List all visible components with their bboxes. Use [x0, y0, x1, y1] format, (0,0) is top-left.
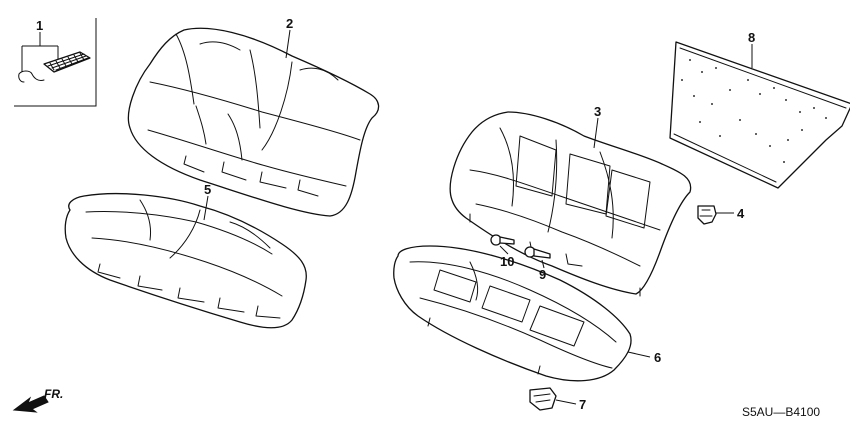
seat-back-cover [127, 27, 380, 217]
callout-7: 7 [579, 397, 586, 412]
direction-label: FR. [44, 387, 63, 401]
callout-4: 4 [737, 206, 745, 221]
seat-cushion-cover [64, 192, 307, 329]
bolt-10-icon [490, 234, 515, 246]
spring-clip-icon [43, 51, 91, 73]
clip-kit-inset [14, 18, 97, 107]
diagram-code: S5AU—B4100 [742, 405, 820, 419]
front-direction-arrow: FR. [12, 387, 63, 413]
seat-cushion-pad [393, 245, 632, 382]
callout-10: 10 [500, 254, 514, 269]
callout-9: 9 [539, 267, 546, 282]
callout-3: 3 [594, 104, 601, 119]
callout-8: 8 [748, 30, 755, 45]
arrow-icon [12, 395, 49, 413]
callout-6: 6 [654, 350, 661, 365]
clip-7-icon [529, 387, 557, 411]
callout-2: 2 [286, 16, 293, 31]
hook-clip-icon [18, 70, 45, 83]
callout-5: 5 [204, 182, 211, 197]
bolt-9-icon [524, 246, 551, 259]
board-panel [669, 41, 850, 189]
clip-4-icon [697, 205, 717, 225]
board-texture [681, 59, 827, 163]
callout-1: 1 [36, 18, 43, 33]
